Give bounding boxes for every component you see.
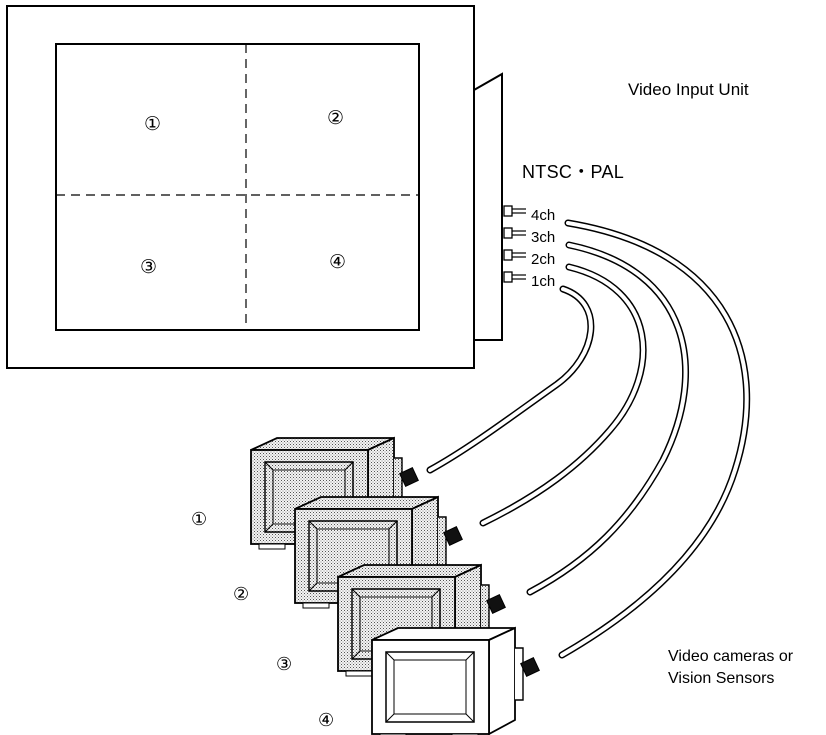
monitor-unit — [6, 5, 503, 369]
cable-1ch — [426, 285, 595, 474]
camera-1-label: ① — [191, 509, 208, 530]
connector-3ch — [503, 227, 526, 239]
connector-4ch — [503, 205, 526, 217]
camera-1-plug — [399, 467, 419, 487]
monitor-screen — [55, 43, 420, 331]
camera-group — [250, 436, 540, 735]
camera-4-label: ④ — [318, 710, 335, 731]
channel-2ch-label: 2ch — [530, 251, 557, 268]
quadrant-4-label: ④ — [329, 251, 347, 273]
unit-label: Video Input Unit — [628, 80, 749, 99]
camera-caption-line-2: Vision Sensors — [668, 670, 775, 687]
connector-2ch — [503, 249, 526, 261]
camera-3-label: ③ — [276, 654, 293, 675]
unit-side-panel — [473, 72, 503, 341]
channel-1ch-label: 1ch — [530, 273, 557, 290]
camera-3-plug — [486, 594, 506, 614]
camera-2-label: ② — [233, 584, 250, 605]
cable-group — [426, 219, 751, 659]
cable-2ch — [479, 263, 647, 527]
channel-3ch-label: 3ch — [530, 229, 557, 246]
camera-4-plug — [520, 657, 540, 677]
quadrant-2-label: ② — [327, 107, 345, 129]
connector-1ch — [503, 271, 526, 283]
camera-4 — [371, 626, 540, 735]
cable-4ch — [558, 219, 751, 659]
channel-4ch-label: 4ch — [530, 207, 557, 224]
quadrant-1-label: ① — [144, 113, 162, 135]
cable-3ch — [526, 241, 690, 596]
connector-group — [503, 205, 526, 283]
camera-2-plug — [443, 526, 463, 546]
quadrant-3-label: ③ — [140, 256, 158, 278]
standard-label: NTSC・PAL — [522, 162, 625, 182]
camera-caption-line-1: Video cameras or — [668, 648, 794, 665]
